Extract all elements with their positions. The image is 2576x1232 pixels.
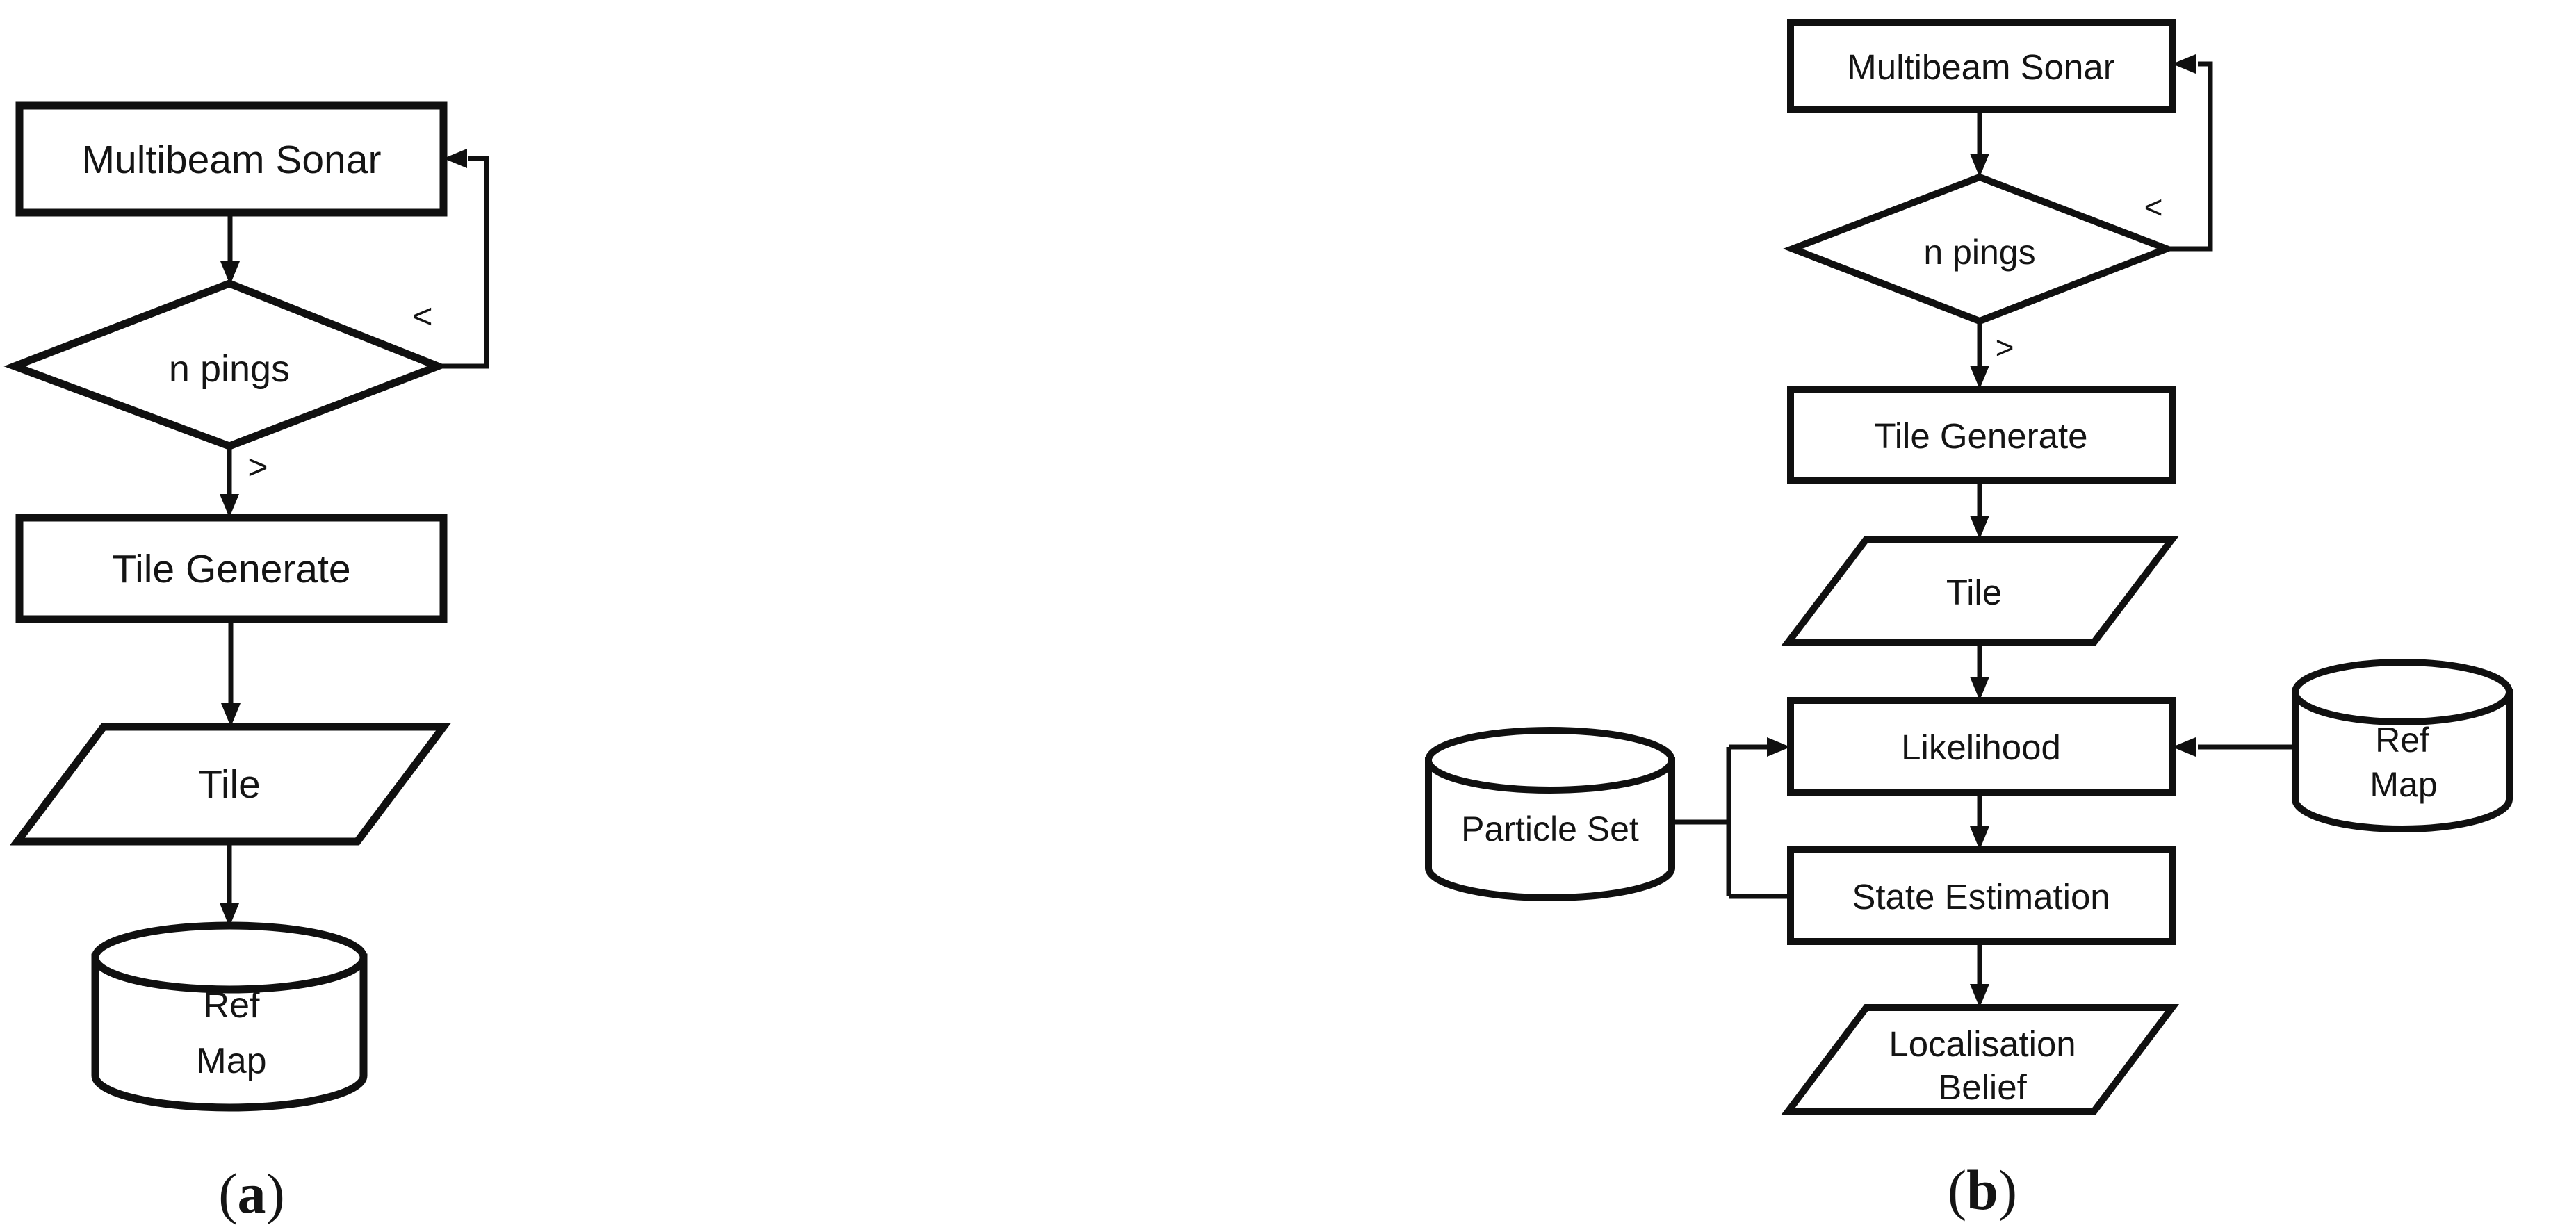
panel-b-map-label: Map — [2370, 765, 2437, 804]
panel-b-ref-label: Ref — [2375, 721, 2429, 759]
panel-a-data-tile — [9, 723, 452, 846]
panel-a-loop-edge — [438, 156, 489, 369]
panel-b-arrowhead-state-to-belief — [1970, 984, 1989, 1008]
panel-b-datastore-particle-set-top — [1425, 727, 1675, 794]
panel-a-loop-arrowhead — [443, 149, 467, 168]
panel-b-arrowhead-particle-set-to-likelihood — [1767, 737, 1791, 757]
panel-a-datastore-ref-map-top — [91, 921, 368, 994]
panel-b-n-pings-label: n pings — [1923, 233, 2035, 272]
panel-b-arrowhead-refmap-to-likelihood — [2172, 737, 2196, 757]
panel-a: Multibeam Sonar n pings < > Tile Generat… — [3, 101, 489, 1225]
panel-b-proceed-condition-label: > — [1996, 329, 2014, 366]
panel-a-multibeam-sonar-label: Multibeam Sonar — [82, 138, 382, 182]
panel-a-ref-label: Ref — [204, 985, 260, 1026]
panel-a-caption: (a) — [218, 1162, 285, 1225]
panel-b-datastore-ref-map-body — [2292, 689, 2513, 832]
panel-b-process-tile-generate — [1787, 386, 2176, 484]
panel-b-tile-label: Tile — [1946, 573, 2002, 612]
panel-b-loop-condition-label: < — [2144, 189, 2163, 225]
panel-b-arrowhead-tile-to-likelihood — [1970, 677, 1989, 700]
panel-a-tile-generate-label: Tile Generate — [112, 547, 350, 591]
panel-b-arrowhead-sonar-to-decision — [1970, 154, 1989, 177]
panel-b-data-tile — [1780, 536, 2180, 646]
panel-b-particle-set-label: Particle Set — [1461, 810, 1639, 848]
panel-a-arrowhead-tile-to-refmap — [220, 903, 239, 927]
panel-a-proceed-condition-label: > — [247, 447, 268, 486]
panel-b-datastore-ref-map-top — [2292, 659, 2513, 725]
panel-a-arrowhead-tilegen-to-tile — [221, 703, 241, 727]
panel-a-loop-condition-label: < — [412, 297, 432, 336]
panel-b-tile-generate-label: Tile Generate — [1874, 416, 2087, 456]
panel-b-datastore-particle-set-body — [1425, 757, 1675, 901]
panel-b-multibeam-sonar-label: Multibeam Sonar — [1847, 47, 2115, 87]
panel-a-map-label: Map — [196, 1041, 266, 1081]
panel-b-arrowhead-likelihood-to-state — [1970, 826, 1989, 850]
panel-b-arrowhead-decision-to-tilegen — [1970, 366, 1989, 389]
panel-b-state-estimation-label: State Estimation — [1852, 877, 2110, 917]
panel-a-datastore-ref-map-body — [91, 953, 368, 1112]
panel-b-arrowhead-tilegen-to-tile — [1970, 516, 1989, 539]
panel-b: Multibeam Sonar n pings < > Tile Generat… — [1425, 19, 2513, 1222]
panel-b-localisation-label: Localisation — [1889, 1024, 2076, 1064]
panel-b-caption: (b) — [1948, 1158, 2017, 1222]
panel-b-data-localisation-belief — [1780, 1004, 2180, 1115]
panel-a-arrowhead-decision-to-tilegen — [220, 494, 239, 518]
panel-b-loop-arrowhead — [2172, 54, 2196, 74]
panel-a-tile-label: Tile — [198, 762, 261, 807]
panel-a-arrowhead-sonar-to-decision — [220, 261, 240, 285]
panel-b-loop-edge — [2167, 61, 2213, 252]
panel-b-likelihood-label: Likelihood — [1901, 728, 2061, 767]
panel-a-n-pings-label: n pings — [169, 348, 290, 390]
panel-b-belief-label: Belief — [1938, 1067, 2027, 1107]
